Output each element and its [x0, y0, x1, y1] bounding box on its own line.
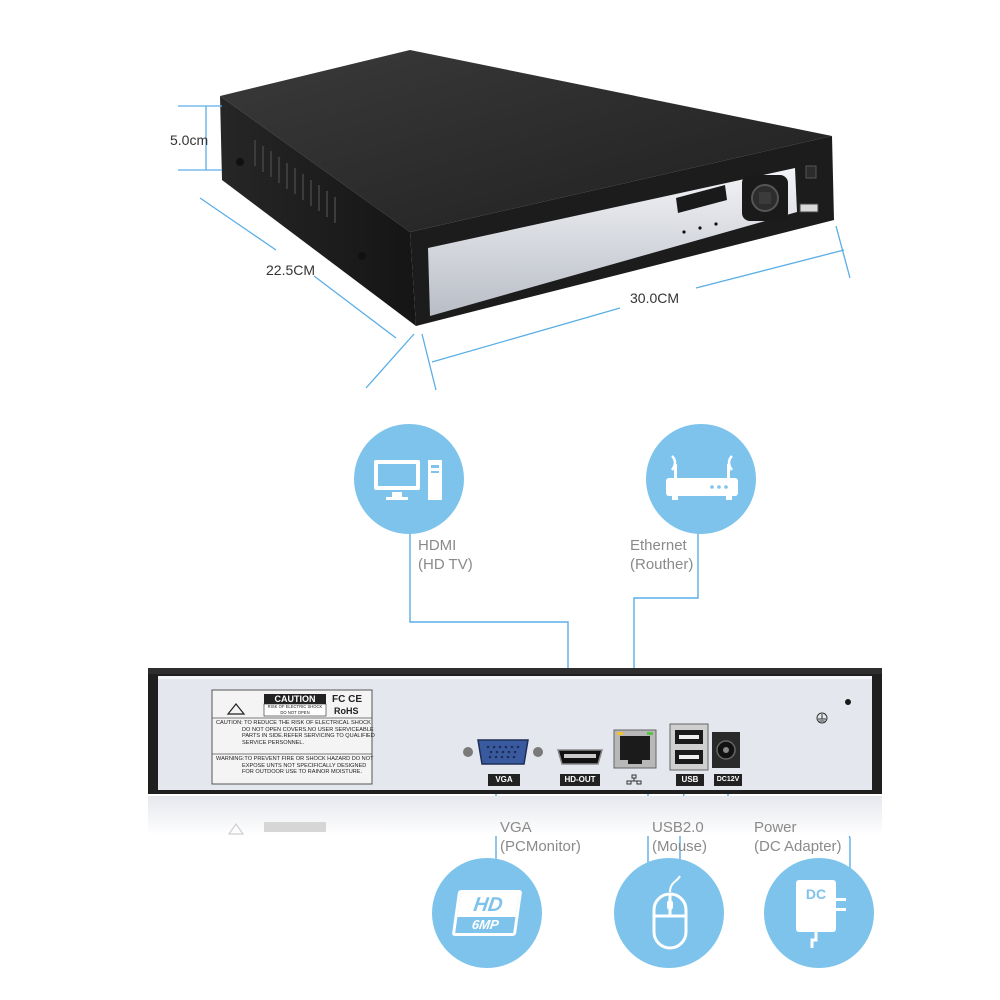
mouse-icon: [652, 875, 688, 950]
vga-label: VGA (PCMonitor): [500, 818, 581, 856]
dc-port-label: DC12V: [716, 776, 740, 783]
power-label-line1: Power: [754, 819, 797, 836]
warning-line: EXPOSE UNTS NOT SPECIFICALLY DESIGNED: [242, 762, 367, 769]
power-label: Power (DC Adapter): [754, 818, 842, 856]
ethernet-router-circle: [646, 424, 756, 534]
warning-line: DO NOT OPEN COVERS.NO USER SERVICEABLE: [242, 726, 374, 733]
depth-dimension-label: 22.5CM: [266, 262, 316, 278]
hdmi-port-label: HD-OUT: [564, 775, 596, 784]
height-dimension-label: 5.0cm: [170, 132, 209, 148]
power-label-line2: (DC Adapter): [754, 838, 842, 855]
hd-badge-top: HD: [457, 893, 519, 917]
warning-line: WARNING:TO PREVENT FIRE OR SHOCK HAZARD …: [216, 756, 374, 762]
warning-line: CAUTION: TO REDUCE THE RISK OF ELECTRICA…: [216, 720, 371, 726]
caution-sub-1: RISK OF ELECTRIC SHOCK: [267, 704, 323, 709]
usb-label: USB2.0 (Mouse): [652, 818, 707, 856]
device-top-illustration: [178, 50, 851, 391]
router-icon: [666, 455, 738, 500]
vga-label-line2: (PCMonitor): [500, 838, 581, 855]
hd-badge-bottom: 6MP: [470, 917, 500, 932]
caution-title: CAUTION: [274, 694, 316, 704]
ethernet-label-line2: (Routher): [630, 556, 694, 573]
rear-panel-illustration: [148, 668, 882, 836]
warning-line: SERVICE PERSONNEL.: [242, 739, 305, 746]
warning-line: FOR OUTDOOR USE TO RAINOR MOISTURE.: [242, 769, 363, 776]
hdmi-label: HDMI (HD TV): [418, 536, 473, 574]
power-adapter-circle: DC: [764, 858, 874, 968]
dc-adapter-icon: [796, 880, 846, 948]
dc-badge-text: DC: [805, 886, 827, 902]
vga-monitor-circle: HD 6MP: [432, 858, 542, 968]
caution-warning-text: CAUTION: TO REDUCE THE RISK OF ELECTRICA…: [216, 720, 375, 746]
vga-port-label: VGA: [495, 775, 513, 784]
usb-label-line1: USB2.0: [652, 819, 704, 836]
hdmi-label-line1: HDMI: [418, 537, 457, 554]
fire-warning-text: WARNING:TO PREVENT FIRE OR SHOCK HAZARD …: [216, 756, 374, 776]
usb-mouse-circle: [614, 858, 724, 968]
ethernet-label: Ethernet (Routher): [630, 536, 693, 574]
width-dimension-label: 30.0CM: [630, 290, 680, 306]
usb-label-line2: (Mouse): [652, 838, 708, 855]
hd-6mp-icon: HD 6MP: [451, 890, 523, 936]
rohs-mark: RoHS: [334, 706, 359, 716]
fc-ce-mark: FC CE: [332, 694, 362, 705]
hdmi-label-line2: (HD TV): [418, 556, 473, 573]
monitor-computer-icon: [374, 460, 442, 500]
ethernet-label-line1: Ethernet: [630, 537, 687, 554]
caution-sub-2: DO NOT OPEN: [280, 710, 310, 715]
warning-line: PARTS IN SIDE.REFER SERVICING TO QUALIFI…: [242, 733, 375, 740]
hdmi-tv-circle: [354, 424, 464, 534]
vga-label-line1: VGA: [500, 819, 532, 836]
usb-port-label: USB: [681, 775, 699, 784]
